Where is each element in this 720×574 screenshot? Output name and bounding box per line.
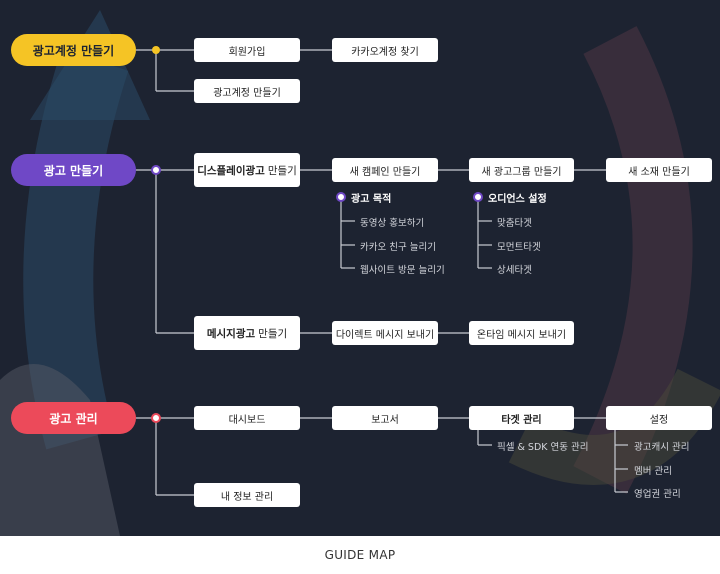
audience-item[interactable]: 상세타겟 bbox=[497, 265, 532, 276]
target-manage-box[interactable]: 타겟 관리 bbox=[469, 406, 574, 430]
junction-dot-goal bbox=[336, 192, 346, 202]
pixel-sdk-item[interactable]: 픽셀 & SDK 연동 관리 bbox=[497, 442, 589, 453]
junction-dot-red bbox=[151, 413, 161, 423]
find-kakao-account-box[interactable]: 카카오계정 찾기 bbox=[332, 38, 438, 62]
direct-message-box[interactable]: 다이렉트 메시지 보내기 bbox=[332, 321, 438, 345]
ontime-message-box[interactable]: 온타임 메시지 보내기 bbox=[469, 321, 574, 345]
settings-box[interactable]: 설정 bbox=[606, 406, 712, 430]
dashboard-box[interactable]: 대시보드 bbox=[194, 406, 300, 430]
report-box[interactable]: 보고서 bbox=[332, 406, 438, 430]
new-adgroup-box[interactable]: 새 광고그룹 만들기 bbox=[469, 158, 574, 182]
section-create-ad-pill[interactable]: 광고 만들기 bbox=[11, 154, 136, 186]
audience-item[interactable]: 맞춤타겟 bbox=[497, 218, 532, 229]
create-ad-account-box[interactable]: 광고계정 만들기 bbox=[194, 79, 300, 103]
signup-box[interactable]: 회원가입 bbox=[194, 38, 300, 62]
goal-item[interactable]: 동영상 홍보하기 bbox=[360, 218, 425, 229]
guide-map-canvas: 광고계정 만들기 회원가입 카카오계정 찾기 광고계정 만들기 광고 만들기 디… bbox=[0, 0, 720, 536]
settings-sub-item[interactable]: 광고캐시 관리 bbox=[634, 442, 690, 453]
settings-sub-item[interactable]: 멤버 관리 bbox=[634, 466, 672, 477]
goal-item[interactable]: 카카오 친구 늘리기 bbox=[360, 242, 436, 253]
audience-item[interactable]: 모먼트타겟 bbox=[497, 242, 541, 253]
new-creative-box[interactable]: 새 소재 만들기 bbox=[606, 158, 712, 182]
footer-title: GUIDE MAP bbox=[0, 536, 720, 574]
ad-goal-title: 광고 목적 bbox=[351, 194, 392, 205]
display-ad-rest: 만들기 bbox=[267, 164, 297, 177]
junction-dot-yellow bbox=[152, 46, 160, 54]
settings-sub-item[interactable]: 영업권 관리 bbox=[634, 489, 681, 500]
junction-dot-audience bbox=[473, 192, 483, 202]
goal-item[interactable]: 웹사이트 방문 늘리기 bbox=[360, 265, 445, 276]
my-info-box[interactable]: 내 정보 관리 bbox=[194, 483, 300, 507]
section-account-pill[interactable]: 광고계정 만들기 bbox=[11, 34, 136, 66]
target-manage-label: 타겟 관리 bbox=[501, 414, 542, 426]
audience-title: 오디언스 설정 bbox=[488, 194, 547, 205]
display-ad-bold: 디스플레이광고 bbox=[197, 164, 265, 177]
new-campaign-box[interactable]: 새 캠페인 만들기 bbox=[332, 158, 438, 182]
junction-dot-purple bbox=[151, 165, 161, 175]
section-manage-pill[interactable]: 광고 관리 bbox=[11, 402, 136, 434]
message-ad-rest: 만들기 bbox=[258, 327, 288, 340]
message-ad-bold: 메시지광고 bbox=[206, 327, 256, 340]
